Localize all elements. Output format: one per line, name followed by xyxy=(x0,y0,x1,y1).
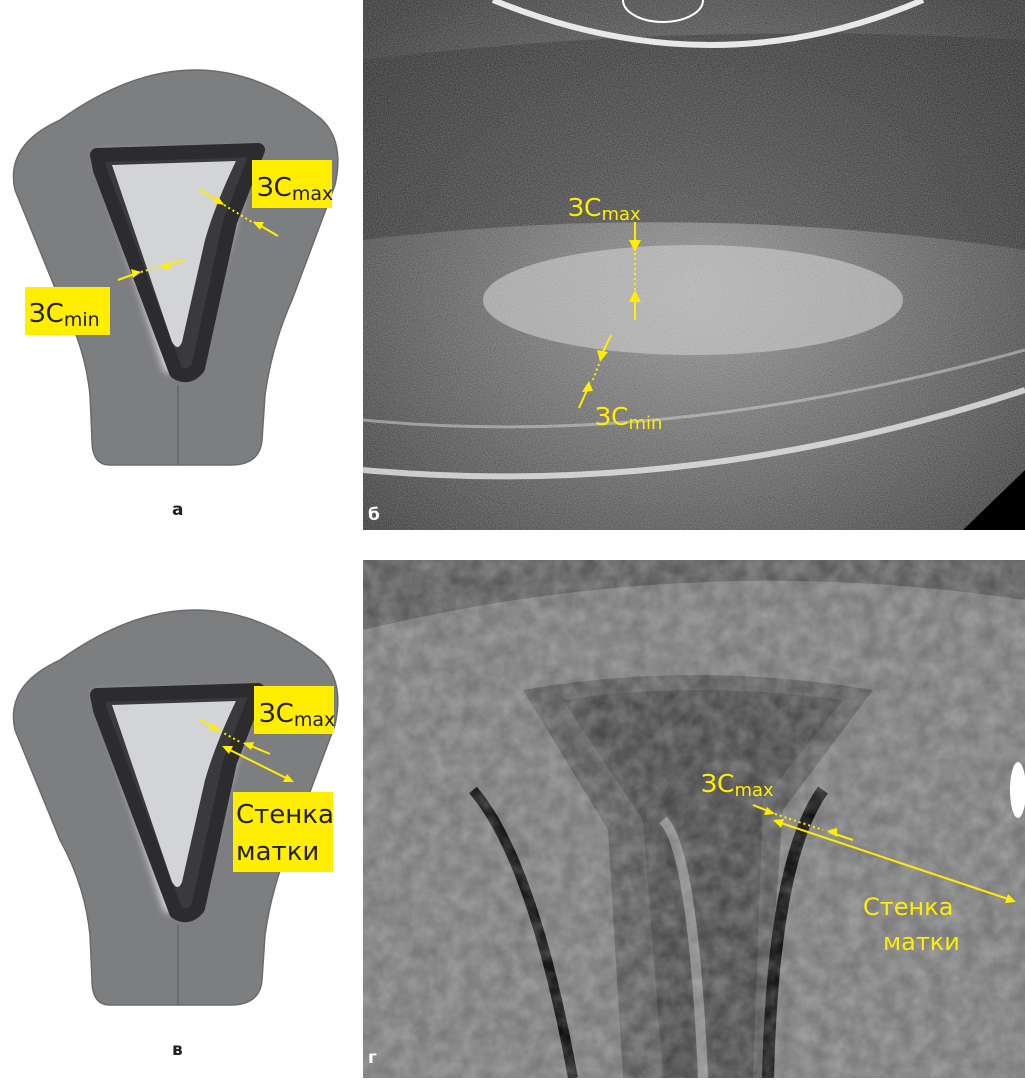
panel-a-diagram: ЗСmax ЗСmin xyxy=(0,0,360,530)
uterus-diagram-a: ЗСmax ЗСmin xyxy=(0,0,360,530)
panel-label-d: г xyxy=(368,1048,377,1068)
wall-label-c-line2: матки xyxy=(236,837,319,867)
panel-label-b: б xyxy=(368,505,380,525)
ultrasound-image-b: ЗСmax ЗСmin xyxy=(363,0,1025,530)
wall-label-c-line1: Стенка xyxy=(236,800,334,830)
panel-b-ultrasound: ЗСmax ЗСmin xyxy=(363,0,1025,530)
wall-label-d-line1: Стенка xyxy=(863,893,953,921)
uterus-diagram-c: ЗСmax Стенка матки xyxy=(0,540,360,1078)
panel-label-c: в xyxy=(172,1040,183,1060)
zc-max-label-b: ЗС xyxy=(568,193,601,222)
zc-max-label-c: ЗС xyxy=(259,699,294,729)
zc-min-label-b: ЗС xyxy=(595,402,628,431)
zc-max-label-a: ЗС xyxy=(257,173,292,203)
wall-label-d-line2: матки xyxy=(883,928,960,956)
panel-label-a: а xyxy=(172,500,183,520)
mri-image-d: ЗСmax Стенка матки xyxy=(363,560,1025,1078)
panel-d-mri: ЗСmax Стенка матки xyxy=(363,560,1025,1078)
panel-c-diagram: ЗСmax Стенка матки xyxy=(0,540,360,1078)
zc-min-label-a: ЗС xyxy=(29,299,64,329)
zc-max-label-d: ЗС xyxy=(701,769,734,798)
